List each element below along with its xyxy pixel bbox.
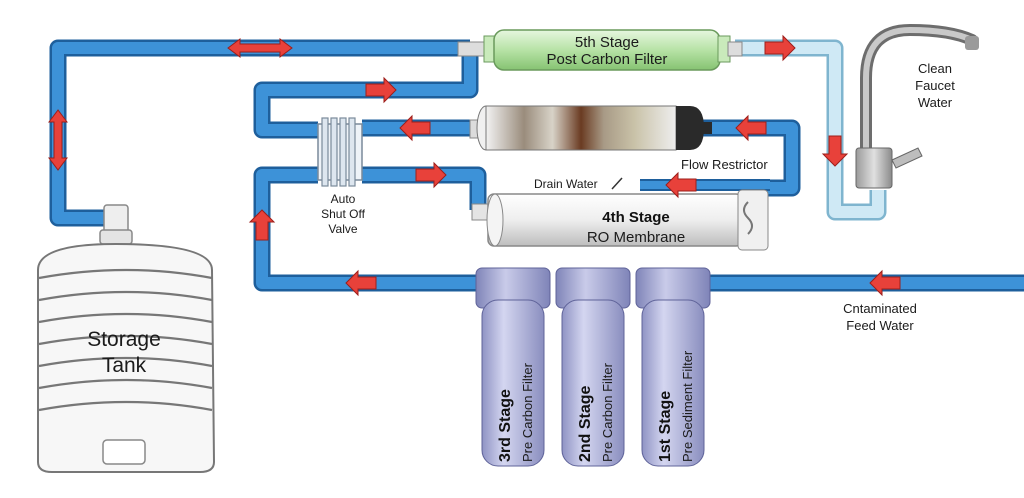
flow-restrictor-label: Flow Restrictor xyxy=(681,157,768,172)
drain-pointer-line xyxy=(611,177,623,190)
storage-tank-icon: Storage Tank xyxy=(37,204,216,473)
stage2-label-line2: Pre Carbon Filter xyxy=(600,362,615,462)
pipe-valve-to-post-filter xyxy=(253,55,479,139)
stage1-label-line2: Pre Sediment Filter xyxy=(680,350,695,462)
stage1-label-line1: 1st Stage xyxy=(657,391,674,462)
faucet-icon: Clean Faucet Water xyxy=(855,23,979,189)
flow-arrow-icon xyxy=(48,109,68,171)
flow-arrow-icon xyxy=(869,269,901,297)
faucet-label-line3: Water xyxy=(918,95,953,110)
ro-membrane: 4th Stage RO Membrane xyxy=(471,189,769,251)
membrane-label-line2: RO Membrane xyxy=(587,229,685,246)
flow-arrow-icon xyxy=(735,114,767,142)
tank-label-line1: Storage xyxy=(87,328,161,351)
feed-water-label-line2: Feed Water xyxy=(846,318,914,333)
flow-arrow-icon xyxy=(415,161,447,189)
flow-arrow-icon xyxy=(345,269,377,297)
carbon-media-filter xyxy=(469,105,712,151)
membrane-label-line1: 4th Stage xyxy=(602,209,670,226)
flow-arrow-icon xyxy=(821,135,849,167)
feed-water-label-line1: Cntaminated xyxy=(843,301,917,316)
housing-stage1: 1st Stage Pre Sediment Filter xyxy=(635,267,711,467)
stage3-label-line1: 3rd Stage xyxy=(497,389,514,462)
flow-arrow-icon xyxy=(227,38,293,58)
post-filter-label-line2: Post Carbon Filter xyxy=(547,51,668,68)
flow-arrow-icon xyxy=(764,34,796,62)
flow-arrow-icon xyxy=(399,114,431,142)
post-filter-label-line1: 5th Stage xyxy=(575,34,639,51)
flow-arrow-icon xyxy=(365,76,397,104)
flow-arrow-icon xyxy=(248,209,276,241)
housing-stage3: 3rd Stage Pre Carbon Filter xyxy=(475,267,551,467)
pipe-prefilters-to-valve xyxy=(253,166,490,292)
stage2-label-line1: 2nd Stage xyxy=(577,385,594,462)
stage3-label-line2: Pre Carbon Filter xyxy=(520,362,535,462)
faucet-label-line2: Faucet xyxy=(915,78,955,93)
post-carbon-filter: 5th Stage Post Carbon Filter xyxy=(457,29,743,71)
housing-stage2: 2nd Stage Pre Carbon Filter xyxy=(555,267,631,467)
flow-arrows xyxy=(48,34,901,297)
valve-label-line1: Auto xyxy=(331,192,356,206)
prefilter-housings: 3rd Stage Pre Carbon Filter 2nd Stage Pr… xyxy=(475,267,711,467)
pipe-valve-to-membrane xyxy=(362,166,487,210)
tank-label-line2: Tank xyxy=(102,354,147,377)
pipe-post-filter-to-faucet xyxy=(735,39,887,221)
pipes xyxy=(49,39,1024,292)
valve-label-line3: Valve xyxy=(328,222,357,236)
faucet-label-line1: Clean xyxy=(918,61,952,76)
valve-icon: Auto Shut Off Valve xyxy=(317,117,366,236)
drain-water-label: Drain Water xyxy=(534,177,598,191)
flow-arrow-icon xyxy=(665,171,697,199)
valve-label-line2: Shut Off xyxy=(321,207,365,221)
